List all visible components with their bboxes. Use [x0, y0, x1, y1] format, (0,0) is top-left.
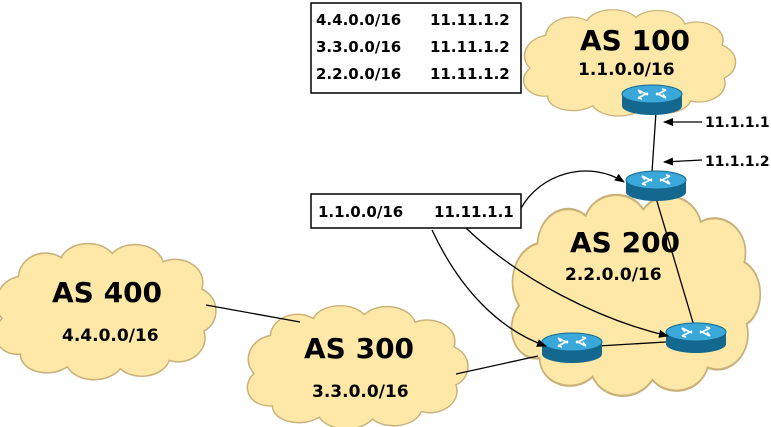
route-table-as100: 4.4.0.0/16 11.11.1.2 3.3.0.0/16 11.11.1.…	[310, 2, 522, 94]
rt100-row0-prefix: 4.4.0.0/16	[316, 11, 401, 29]
route-arrow-to-r200top	[519, 170, 625, 211]
as400-title: AS 400	[52, 276, 162, 309]
as300-cloud	[246, 304, 469, 427]
rt100-row1-prefix: 3.3.0.0/16	[316, 38, 401, 56]
rt100-row1-nexthop: 11.11.1.2	[430, 38, 510, 56]
as200-title: AS 200	[570, 226, 680, 259]
as300-title: AS 300	[304, 332, 414, 365]
as100-prefix: 1.1.0.0/16	[578, 60, 675, 80]
router-as200-top	[625, 170, 687, 202]
as100-title: AS 100	[580, 24, 690, 57]
ip-label-r100: 11.1.1.1	[705, 115, 770, 131]
router-as200-left	[541, 332, 603, 364]
links	[205, 111, 695, 375]
as400-cloud	[0, 242, 217, 381]
router-as200-right	[665, 322, 727, 354]
link-r200top-r200right	[655, 197, 695, 327]
link-r100-r200top	[651, 111, 657, 173]
rt200-row0-prefix: 1.1.0.0/16	[318, 203, 403, 221]
ip-label-r200top: 11.1.1.2	[705, 154, 770, 170]
rt200-row0-nexthop: 11.11.1.1	[434, 203, 514, 221]
route-arrow-to-r200right	[465, 227, 669, 338]
link-as400-as300	[205, 304, 301, 323]
router-as100	[621, 84, 683, 116]
rt100-row0-nexthop: 11.11.1.2	[430, 11, 510, 29]
rt100-row2-nexthop: 11.11.1.2	[430, 65, 510, 83]
ip-arrow-r200top	[663, 157, 703, 166]
route-table-as200: 1.1.0.0/16 11.11.1.1	[310, 193, 522, 229]
as200-prefix: 2.2.0.0/16	[565, 265, 662, 285]
link-as300-r200left	[455, 355, 539, 375]
route-arrow-to-r200left	[431, 229, 547, 347]
as300-prefix: 3.3.0.0/16	[312, 382, 409, 402]
rt100-row2-prefix: 2.2.0.0/16	[316, 65, 401, 83]
as400-prefix: 4.4.0.0/16	[62, 326, 159, 346]
link-r200left-r200right	[597, 341, 667, 347]
